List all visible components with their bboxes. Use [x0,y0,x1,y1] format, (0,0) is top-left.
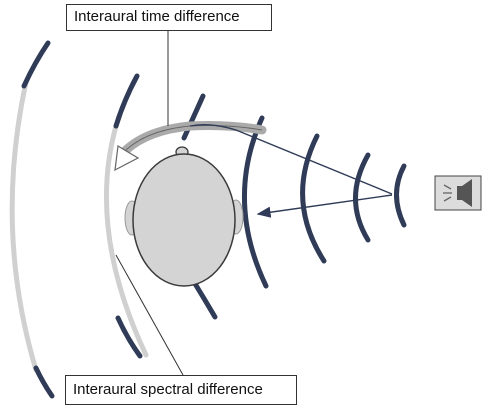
wavefront-3 [300,133,327,264]
speaker-icon [434,175,482,211]
wavefront-5-top [181,93,206,141]
wavefront-6-dark-top [113,73,140,129]
wavefront-6-dark-bottom [115,315,143,359]
ray-direct [256,194,393,218]
head-icon [124,146,244,287]
wavefront-7-dark-bottom [33,365,55,399]
speaker-magnet [457,186,463,200]
speaker-sound-lines [443,184,452,202]
wavefront-7-light [9,79,39,373]
wavefront-6-light [103,123,149,358]
wavefront-2 [353,152,371,243]
wavefront-1 [394,163,407,228]
head-outline [132,153,236,287]
sound-rays [189,123,393,218]
wavefront-4 [242,115,269,289]
isd-leader-line [115,254,184,376]
speaker-cone [462,179,472,207]
curved-arrow-head [114,145,140,172]
wavefront-7-dark-top [21,40,51,89]
interaural-time-difference-label: Interaural time difference [66,4,272,31]
ray-top [189,123,393,195]
curved-arrow-body [121,121,267,155]
interaural-spectral-difference-label: Interaural spectral difference [65,375,297,405]
wavefront-5-bottom [191,279,218,320]
